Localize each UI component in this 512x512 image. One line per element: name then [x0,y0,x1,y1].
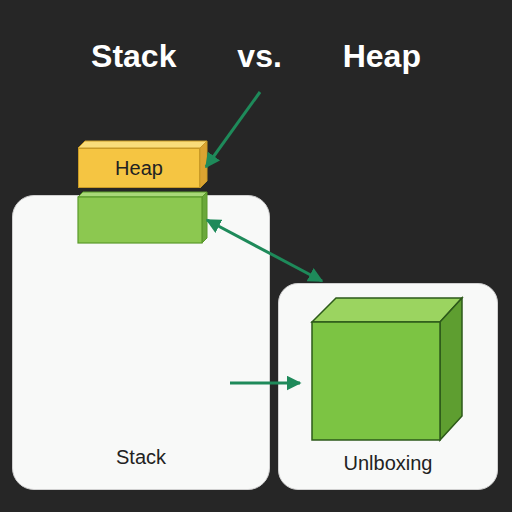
heap-side-face [200,141,207,188]
node-label: Stack [116,446,166,469]
unboxing-box: Unlboxing [278,283,498,490]
cube-top [312,298,462,322]
green-box-side [202,192,207,243]
stack-box: Stack [12,195,270,490]
cube-side [440,298,462,440]
pointer-arrow [206,92,260,167]
heap-box: Heap [78,148,200,188]
move-arrow [230,382,300,385]
node-label: Unlboxing [344,452,433,475]
diagram-title: Stack vs. Heap [0,38,512,75]
green-box [78,197,202,243]
cube-front [312,322,440,440]
node-label: Heap [115,157,163,180]
heap-top-face [78,141,207,148]
double-arrow [207,220,322,281]
green-box-top [78,192,207,197]
